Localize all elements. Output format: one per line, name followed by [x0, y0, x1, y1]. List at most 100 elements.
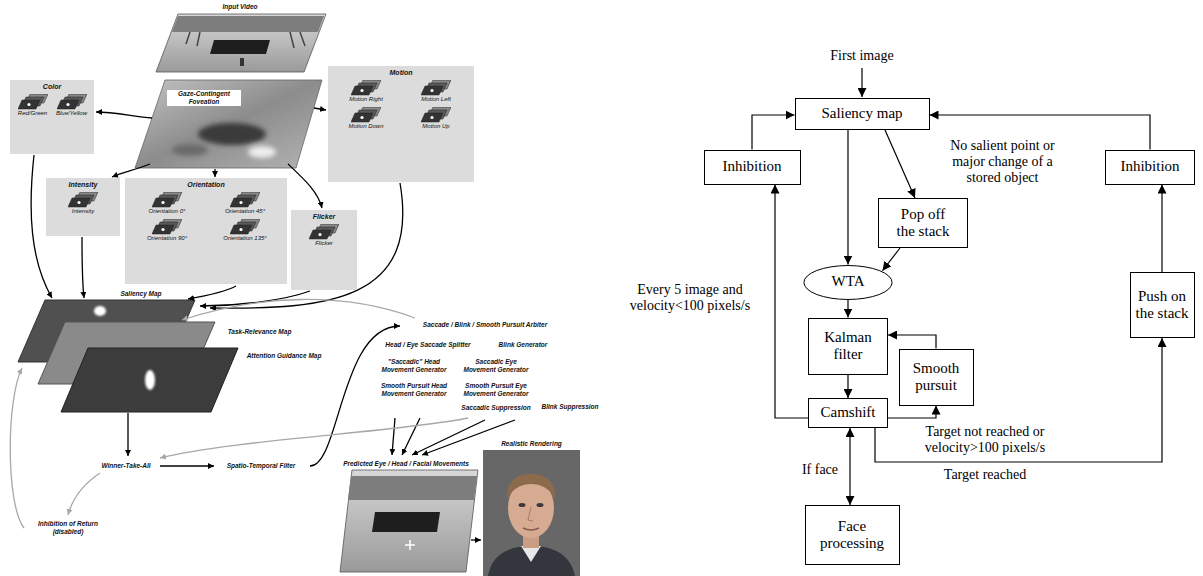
- feature-label: Motion Up: [422, 123, 449, 130]
- tree-band: [348, 476, 477, 500]
- feature-panel: FlickerFlicker: [291, 210, 357, 290]
- condition-label: Target reached: [944, 467, 1026, 483]
- feature-label: Orientation 45°: [225, 208, 265, 215]
- feature-cell: Intensity: [50, 192, 116, 215]
- feature-label: Blue/Yellow: [56, 110, 87, 117]
- entry-arrow: [861, 68, 862, 97]
- feature-map: [18, 100, 40, 109]
- feature-map-stack: [152, 192, 182, 208]
- node-text: Camshift: [815, 404, 881, 421]
- model-arrow: [402, 418, 420, 455]
- salient-spot: [145, 370, 155, 390]
- panel-title: Color: [13, 83, 91, 91]
- feature-map-stack: [421, 107, 451, 123]
- feature-panel: ColorRed/GreenBlue/Yellow: [10, 80, 94, 154]
- node-text: Kalman filter: [819, 329, 877, 364]
- model-arrow: [288, 164, 322, 208]
- panel-grid: Red/GreenBlue/Yellow: [13, 91, 91, 117]
- model-arrow: [214, 169, 215, 177]
- feature-spot: [239, 201, 242, 204]
- feature-spot: [360, 115, 363, 118]
- model-arrow: [127, 413, 128, 456]
- feature-map: [351, 113, 373, 122]
- feedback-arrows: [10, 299, 468, 528]
- module-label: Head / Eye Saccade Splitter: [384, 341, 471, 349]
- tree-band: [172, 16, 324, 32]
- model-arrow: [160, 465, 214, 466]
- salient-spot: [94, 306, 106, 316]
- feature-map-stack: [421, 80, 451, 96]
- gaze-marker: [405, 540, 415, 550]
- model-arrow: [200, 291, 310, 306]
- feature-map: [351, 86, 373, 95]
- condition-label: Target not reached or velocity>100 pixel…: [905, 424, 1065, 456]
- tree-trunks: [186, 32, 305, 48]
- process-box: Push on the stack: [1130, 272, 1195, 338]
- panel-title: Flicker: [294, 213, 354, 221]
- drawing-part: [248, 146, 276, 158]
- module-label: Spatio-Temporal Filter: [226, 462, 297, 470]
- module-label: Input Video: [221, 3, 258, 11]
- module-label: Saliency Map: [119, 290, 162, 298]
- feature-map-stack: [68, 192, 98, 208]
- feedback-arrow: [182, 299, 415, 320]
- panel-title: Intensity: [49, 181, 117, 189]
- feature-panel: IntensityIntensity: [46, 178, 120, 236]
- module-label: Task-Relevance Map: [227, 328, 293, 336]
- model-arrow: [314, 108, 326, 110]
- feature-map: [309, 230, 331, 239]
- feature-spot: [239, 227, 242, 230]
- feature-cell: Orientation 0°: [129, 192, 205, 215]
- feature-spot: [161, 201, 164, 204]
- face-background: [483, 450, 580, 576]
- feature-cell: Blue/Yellow: [53, 94, 90, 117]
- attention-guidance-plane: [61, 348, 238, 412]
- pool-shape: [372, 512, 440, 532]
- feedback-arrow: [160, 418, 468, 458]
- feature-spot: [27, 103, 30, 106]
- process-box: Camshift: [808, 398, 888, 428]
- process-box: Inhibition: [1105, 150, 1195, 185]
- module-label: Attention Guidance Map: [246, 352, 323, 360]
- feature-map-stack: [309, 224, 339, 240]
- node-text: Saliency map: [802, 105, 923, 122]
- node-text: Inhibition: [711, 158, 794, 175]
- node-text: Smooth pursuit: [907, 360, 966, 395]
- module-label: Blink Suppression: [540, 403, 599, 411]
- module-label: Realistic Rendering: [500, 440, 563, 448]
- feature-spot: [66, 103, 69, 106]
- pool-shape: [210, 40, 270, 54]
- node-text: Inhibition: [1112, 158, 1188, 175]
- process-ellipse: WTA: [803, 265, 893, 300]
- process-box: Saliency map: [795, 98, 930, 130]
- feature-label: Intensity: [72, 208, 94, 215]
- feature-map-stack: [57, 94, 87, 110]
- feature-spot: [430, 115, 433, 118]
- feedback-arrow: [68, 473, 100, 515]
- video-plane: [156, 14, 326, 72]
- panel-title: Motion: [331, 69, 471, 77]
- feature-spot: [161, 227, 164, 230]
- feature-map: [421, 86, 443, 95]
- saliency-stack: [18, 300, 238, 412]
- feature-label: Motion Left: [421, 96, 451, 103]
- feature-label: Motion Down: [348, 123, 383, 130]
- drawing-part: [198, 123, 266, 145]
- face-rendering: [483, 450, 580, 576]
- foveation-plane: [135, 80, 322, 168]
- process-box: Inhibition: [704, 150, 801, 185]
- feature-panel: OrientationOrientation 0°Orientation 45°…: [125, 178, 287, 284]
- face-mouth: [523, 528, 539, 530]
- feature-cell: Motion Down: [332, 107, 400, 130]
- feature-cell: Motion Left: [402, 80, 470, 103]
- face-hair: [507, 474, 555, 500]
- module-label: Gaze-Contingent Foveation: [167, 90, 241, 106]
- panel-grid: Orientation 0° Orientation 45° Orientation…: [128, 189, 284, 241]
- feature-map: [57, 100, 79, 109]
- flow-arrow: [847, 375, 848, 399]
- feature-map: [421, 113, 443, 122]
- panel-grid: Flicker: [294, 221, 354, 247]
- feature-label: Orientation 135°: [223, 235, 266, 242]
